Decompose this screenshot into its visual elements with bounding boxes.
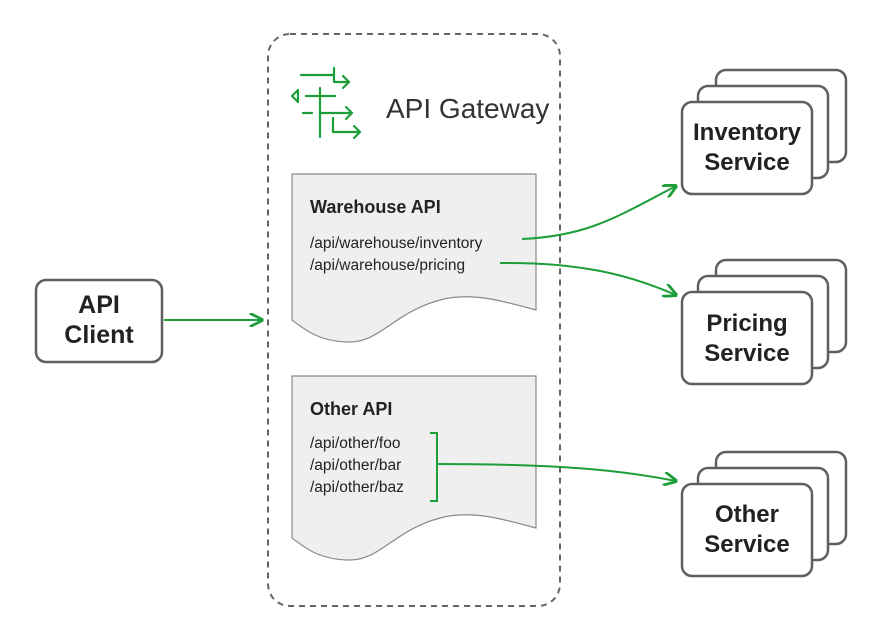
- inventory-service-line2: Service: [704, 149, 789, 176]
- pricing-service-line1: Pricing: [706, 310, 787, 337]
- other-routes-bracket: [430, 432, 438, 502]
- other-service-line1: Other: [715, 501, 779, 528]
- pricing-service-stack: Pricing Service: [680, 258, 848, 386]
- warehouse-api-title: Warehouse API: [310, 197, 441, 217]
- other-service-stack: Other Service: [680, 450, 848, 578]
- gateway-title: API Gateway: [386, 93, 549, 124]
- other-route-arrow: [436, 463, 676, 481]
- pricing-service-line2: Service: [704, 340, 789, 367]
- warehouse-api-doc: Warehouse API /api/warehouse/inventory /…: [291, 173, 537, 343]
- other-service-line2: Service: [704, 531, 789, 558]
- inventory-service-line1: Inventory: [693, 119, 802, 146]
- api-client-box: API Client: [34, 278, 164, 364]
- route-other-bar: /api/other/bar: [310, 457, 401, 474]
- other-api-title: Other API: [310, 399, 392, 419]
- route-warehouse-inventory: /api/warehouse/inventory: [310, 235, 483, 252]
- inventory-service-box: [680, 100, 814, 196]
- api-client-label-line1: API: [78, 291, 120, 319]
- gateway-container: [267, 33, 561, 607]
- pricing-service-box: [680, 290, 814, 386]
- routing-arrows-icon: [290, 66, 362, 140]
- inventory-service-stack: Inventory Service: [680, 68, 848, 196]
- other-api-doc: Other API /api/other/foo /api/other/bar …: [291, 375, 537, 561]
- route-warehouse-pricing: /api/warehouse/pricing: [310, 257, 465, 274]
- route-other-baz: /api/other/baz: [310, 479, 404, 496]
- route-other-foo: /api/other/foo: [310, 435, 400, 452]
- inventory-route-arrow: [521, 186, 676, 240]
- api-client-label-line2: Client: [64, 321, 134, 349]
- other-service-box: [680, 482, 814, 578]
- pricing-route-arrow: [499, 261, 676, 295]
